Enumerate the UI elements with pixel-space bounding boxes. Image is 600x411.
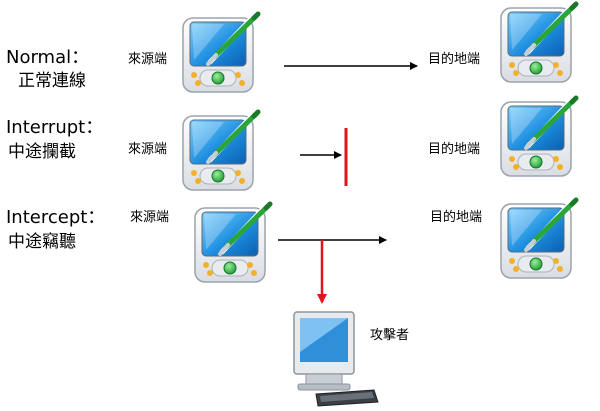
destination-label: 目的地端 <box>430 210 483 225</box>
destination-label: 目的地端 <box>428 142 481 157</box>
normal-title: Normal： <box>6 47 90 68</box>
intercept-subtitle: 中途竊聽 <box>8 232 76 252</box>
normal-subtitle: 正常連線 <box>18 71 86 91</box>
interrupt-subtitle: 中途攔截 <box>8 142 76 162</box>
source-label: 來源端 <box>130 210 170 225</box>
computer-icon <box>293 311 379 407</box>
source-label: 來源端 <box>128 52 168 67</box>
source-label: 來源端 <box>128 142 168 157</box>
interrupt-title: Interrupt： <box>6 117 104 138</box>
attacker-label: 攻擊者 <box>370 328 410 343</box>
intercept-title: Intercept： <box>6 207 106 228</box>
destination-label: 目的地端 <box>428 52 481 67</box>
